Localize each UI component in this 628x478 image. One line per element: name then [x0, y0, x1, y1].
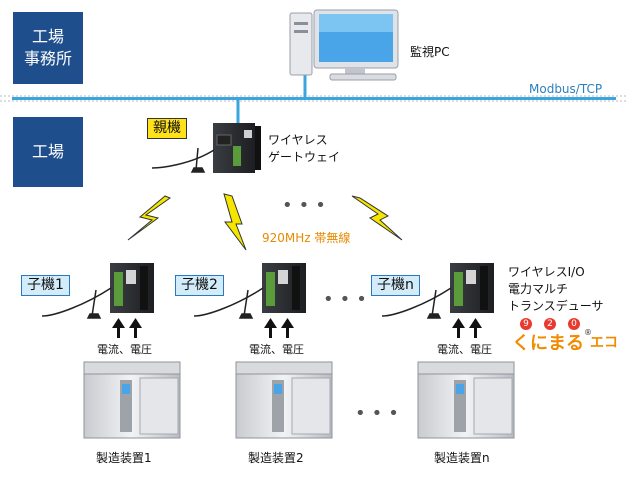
arrow-1b-icon: [129, 318, 142, 338]
logo-digit-3: 0: [568, 318, 580, 330]
logo-mark: ®: [584, 328, 592, 337]
transducer-tag-2: 子機2: [175, 275, 224, 296]
arrow-1a-icon: [112, 318, 125, 338]
arrow-2b-icon: [281, 318, 294, 338]
measure-label-1: 電流、電圧: [97, 343, 152, 356]
gateway-device-icon: [213, 123, 261, 173]
antenna-2-icon: [193, 287, 264, 319]
machine-1-icon: [83, 361, 181, 439]
arrow-2a-icon: [264, 318, 277, 338]
transducer-tag-1: 子機1: [21, 275, 70, 296]
logo-text: くにまる: [512, 333, 584, 354]
arrow-na-icon: [452, 318, 465, 338]
lightning-right-icon: [351, 195, 403, 241]
transducer-label-line1: ワイヤレスI/O: [508, 265, 585, 279]
measure-label-n: 電流、電圧: [437, 343, 492, 356]
gateway-label-line1: ワイヤレス: [268, 133, 328, 147]
more-machines-dots: •••: [355, 403, 405, 424]
transducer-tag-n: 子機n: [371, 275, 420, 296]
monitor-pc-label: 監視PC: [410, 45, 450, 59]
transducer-n-icon: [450, 263, 494, 313]
measure-label-2: 電流、電圧: [249, 343, 304, 356]
antenna-n-icon: [381, 287, 452, 319]
monitor-pc-icon: [289, 9, 399, 81]
zone-factory: 工場: [13, 117, 83, 187]
transducer-2-icon: [262, 263, 306, 313]
measure-arrows: [112, 318, 482, 338]
gateway-label-line2: ゲートウェイ: [268, 150, 341, 164]
transducer-label-line3: トランスデューサ: [508, 299, 604, 313]
lightning-left-icon: [127, 195, 172, 241]
machine-label-1: 製造装置1: [96, 451, 152, 465]
network-label: Modbus/TCP: [529, 82, 603, 96]
gateway-tag: 親機: [147, 118, 187, 139]
radio-label: 920MHz 帯無線: [262, 231, 351, 245]
antenna-1-icon: [41, 287, 112, 319]
machine-label-2: 製造装置2: [248, 451, 304, 465]
machine-n-icon: [417, 361, 515, 439]
transducer-label-line2: 電力マルチ: [508, 282, 569, 296]
more-transducers-dots: •••: [323, 289, 373, 310]
arrow-nb-icon: [469, 318, 482, 338]
transducer-1-icon: [110, 263, 154, 313]
more-links-dots: •••: [282, 195, 332, 216]
lightning-center-icon: [223, 193, 247, 251]
kunimaru-eco-logo: 9 2 0 くにまる ® エコ: [510, 318, 620, 354]
zone-office: 工場 事務所: [13, 12, 83, 84]
gateway-antenna-icon: [151, 147, 215, 173]
logo-digit-2: 2: [544, 318, 556, 330]
machine-2-icon: [235, 361, 333, 439]
logo-digit-1: 9: [520, 318, 532, 330]
machine-label-n: 製造装置n: [434, 451, 490, 465]
logo-suffix: エコ: [590, 335, 618, 351]
